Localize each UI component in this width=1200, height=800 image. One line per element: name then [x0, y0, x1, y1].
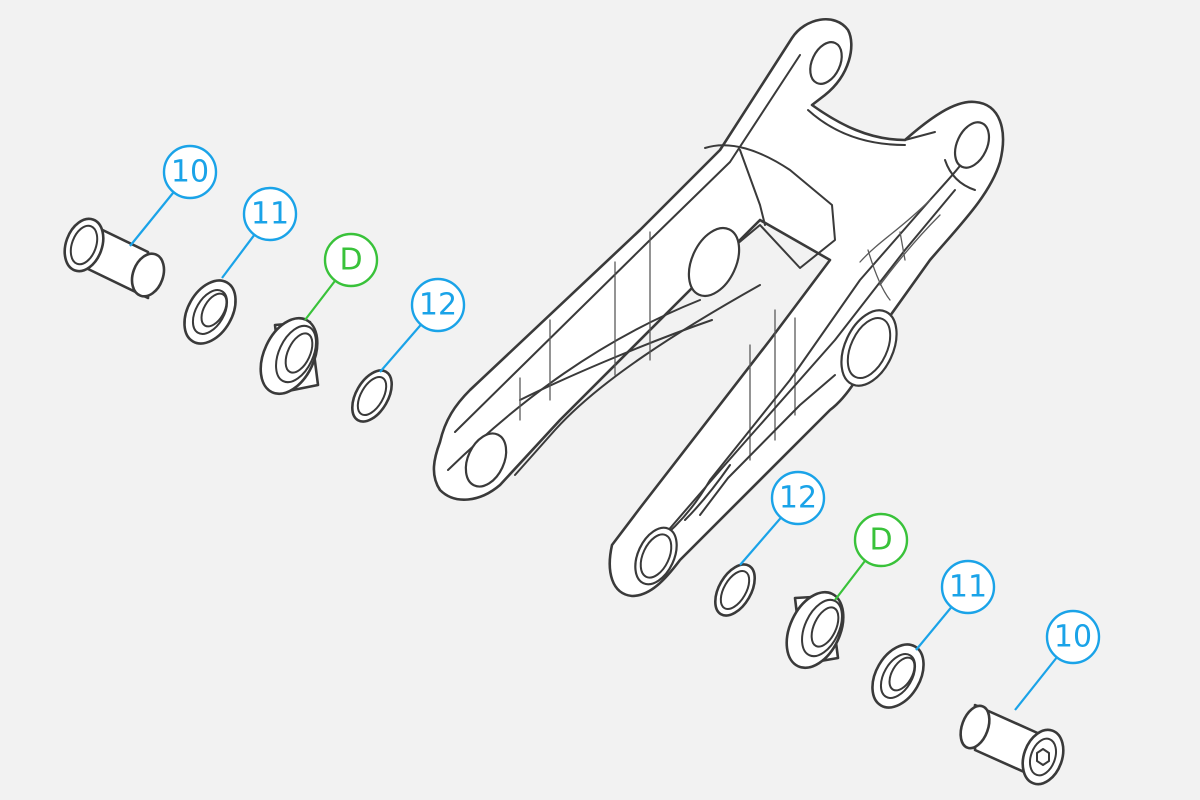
left-spacer-ring: [351, 369, 393, 423]
right-washer: [871, 643, 925, 709]
callout-label: 10: [1054, 620, 1092, 655]
callout-right-12: 12: [739, 470, 826, 566]
right-bearing: [785, 590, 845, 670]
callout-label: D: [869, 523, 892, 558]
callout-label: 11: [949, 570, 987, 605]
hex-socket-icon: [1036, 748, 1050, 766]
callout-right-d: D: [834, 512, 909, 601]
swing-arm-link: [432, 18, 1005, 598]
callout-label: 12: [419, 288, 457, 323]
callout-label: D: [339, 243, 362, 278]
right-axle-bolt: [959, 703, 1065, 786]
callout-right-10: 10: [1014, 609, 1101, 711]
callout-label: 10: [171, 155, 209, 190]
callout-label: 11: [251, 197, 289, 232]
callout-left-11: 11: [221, 186, 298, 279]
callout-left-d: D: [304, 232, 379, 321]
callout-left-12: 12: [379, 277, 466, 373]
left-bearing: [259, 316, 320, 396]
left-axle-bolt: [63, 217, 166, 300]
left-washer: [183, 279, 237, 345]
callout-label: 12: [779, 481, 817, 516]
callout-right-11: 11: [915, 559, 996, 651]
right-spacer-ring: [714, 563, 756, 617]
callout-left-10: 10: [129, 144, 218, 247]
